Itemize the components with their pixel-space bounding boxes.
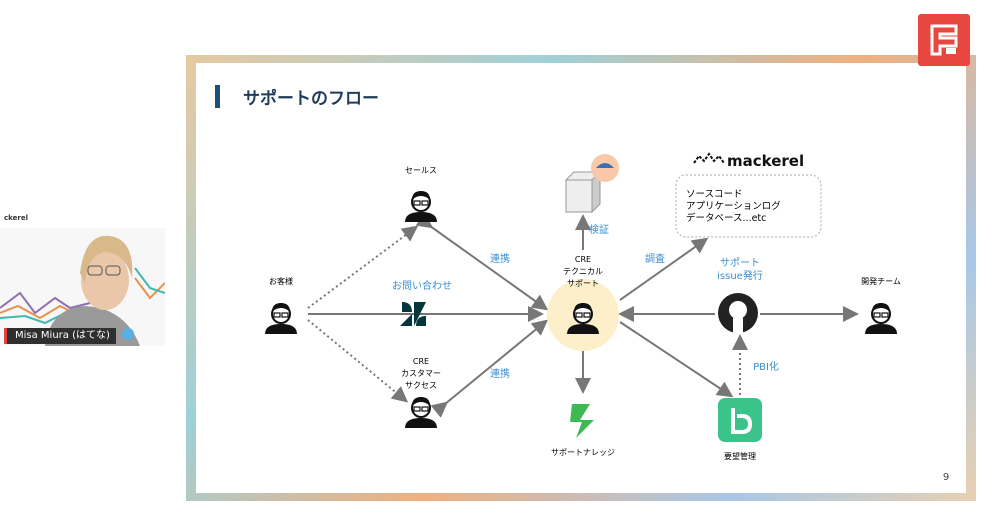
docker-icon	[591, 154, 619, 182]
title-bar	[215, 85, 220, 108]
page-number: 9	[943, 472, 949, 483]
slide-title: サポートのフロー	[243, 88, 379, 109]
data-source-1: ソースコード	[686, 189, 743, 200]
cre-cs-label-1: CRE	[413, 357, 429, 366]
dev-team-label: 開発チーム	[861, 277, 901, 286]
cre-cs-label-3: サクセス	[405, 381, 437, 390]
data-source-3: データベース...etc	[686, 212, 766, 224]
sales-label: セールス	[405, 166, 437, 175]
issue-label-2: issue発行	[717, 269, 763, 282]
pbi-label: PBI化	[753, 360, 779, 373]
request-management-icon	[718, 398, 762, 442]
logo-icon	[930, 24, 958, 56]
customer-person-icon	[264, 302, 298, 335]
github-icon	[718, 293, 758, 333]
mackerel-label: mackerel	[727, 152, 804, 170]
request-management-label: 要望管理	[724, 451, 756, 461]
webcam-overlay-text: ckerel	[4, 214, 28, 222]
cre-tech-label-1: CRE	[575, 255, 591, 264]
cre-tech-label-3: サポート	[567, 279, 599, 288]
knowledge-label: サポートナレッジ	[551, 448, 615, 457]
cre-tech-label-2: テクニカル	[563, 267, 603, 276]
participant-name-tag: Misa Miura (はてな)	[4, 328, 116, 344]
edge-tech-mackerel	[619, 237, 709, 301]
sandbox-cube-icon	[564, 170, 602, 214]
cre-cs-label-2: カスタマー	[401, 369, 441, 378]
edge-tech-request	[619, 321, 734, 398]
verify-label: 検証	[589, 223, 609, 236]
dev-team-person-icon	[864, 302, 898, 335]
link-label-sales: 連携	[490, 252, 510, 265]
data-source-2: アプリケーションログ	[686, 200, 781, 212]
customer-label: お客様	[269, 276, 293, 286]
inquiry-label: お問い合わせ	[392, 279, 452, 292]
sales-person-icon	[404, 190, 438, 223]
mackerel-logo-icon	[693, 152, 725, 164]
edge-sales-tech	[415, 212, 549, 311]
issue-label-1: サポート	[720, 257, 760, 269]
edge-customer-sales	[307, 225, 419, 309]
zendesk-icon	[400, 302, 426, 326]
cs-person-icon	[404, 396, 438, 429]
webcam-video	[0, 228, 165, 346]
link-label-cs: 連携	[490, 367, 510, 380]
webcam-image	[0, 235, 165, 346]
investigate-label: 調査	[645, 252, 665, 265]
data-sources-box	[675, 174, 822, 238]
app-logo	[918, 14, 970, 66]
edge-customer-cs	[307, 319, 409, 403]
edge-cs-tech	[430, 319, 549, 418]
knowledge-icon	[570, 404, 594, 438]
